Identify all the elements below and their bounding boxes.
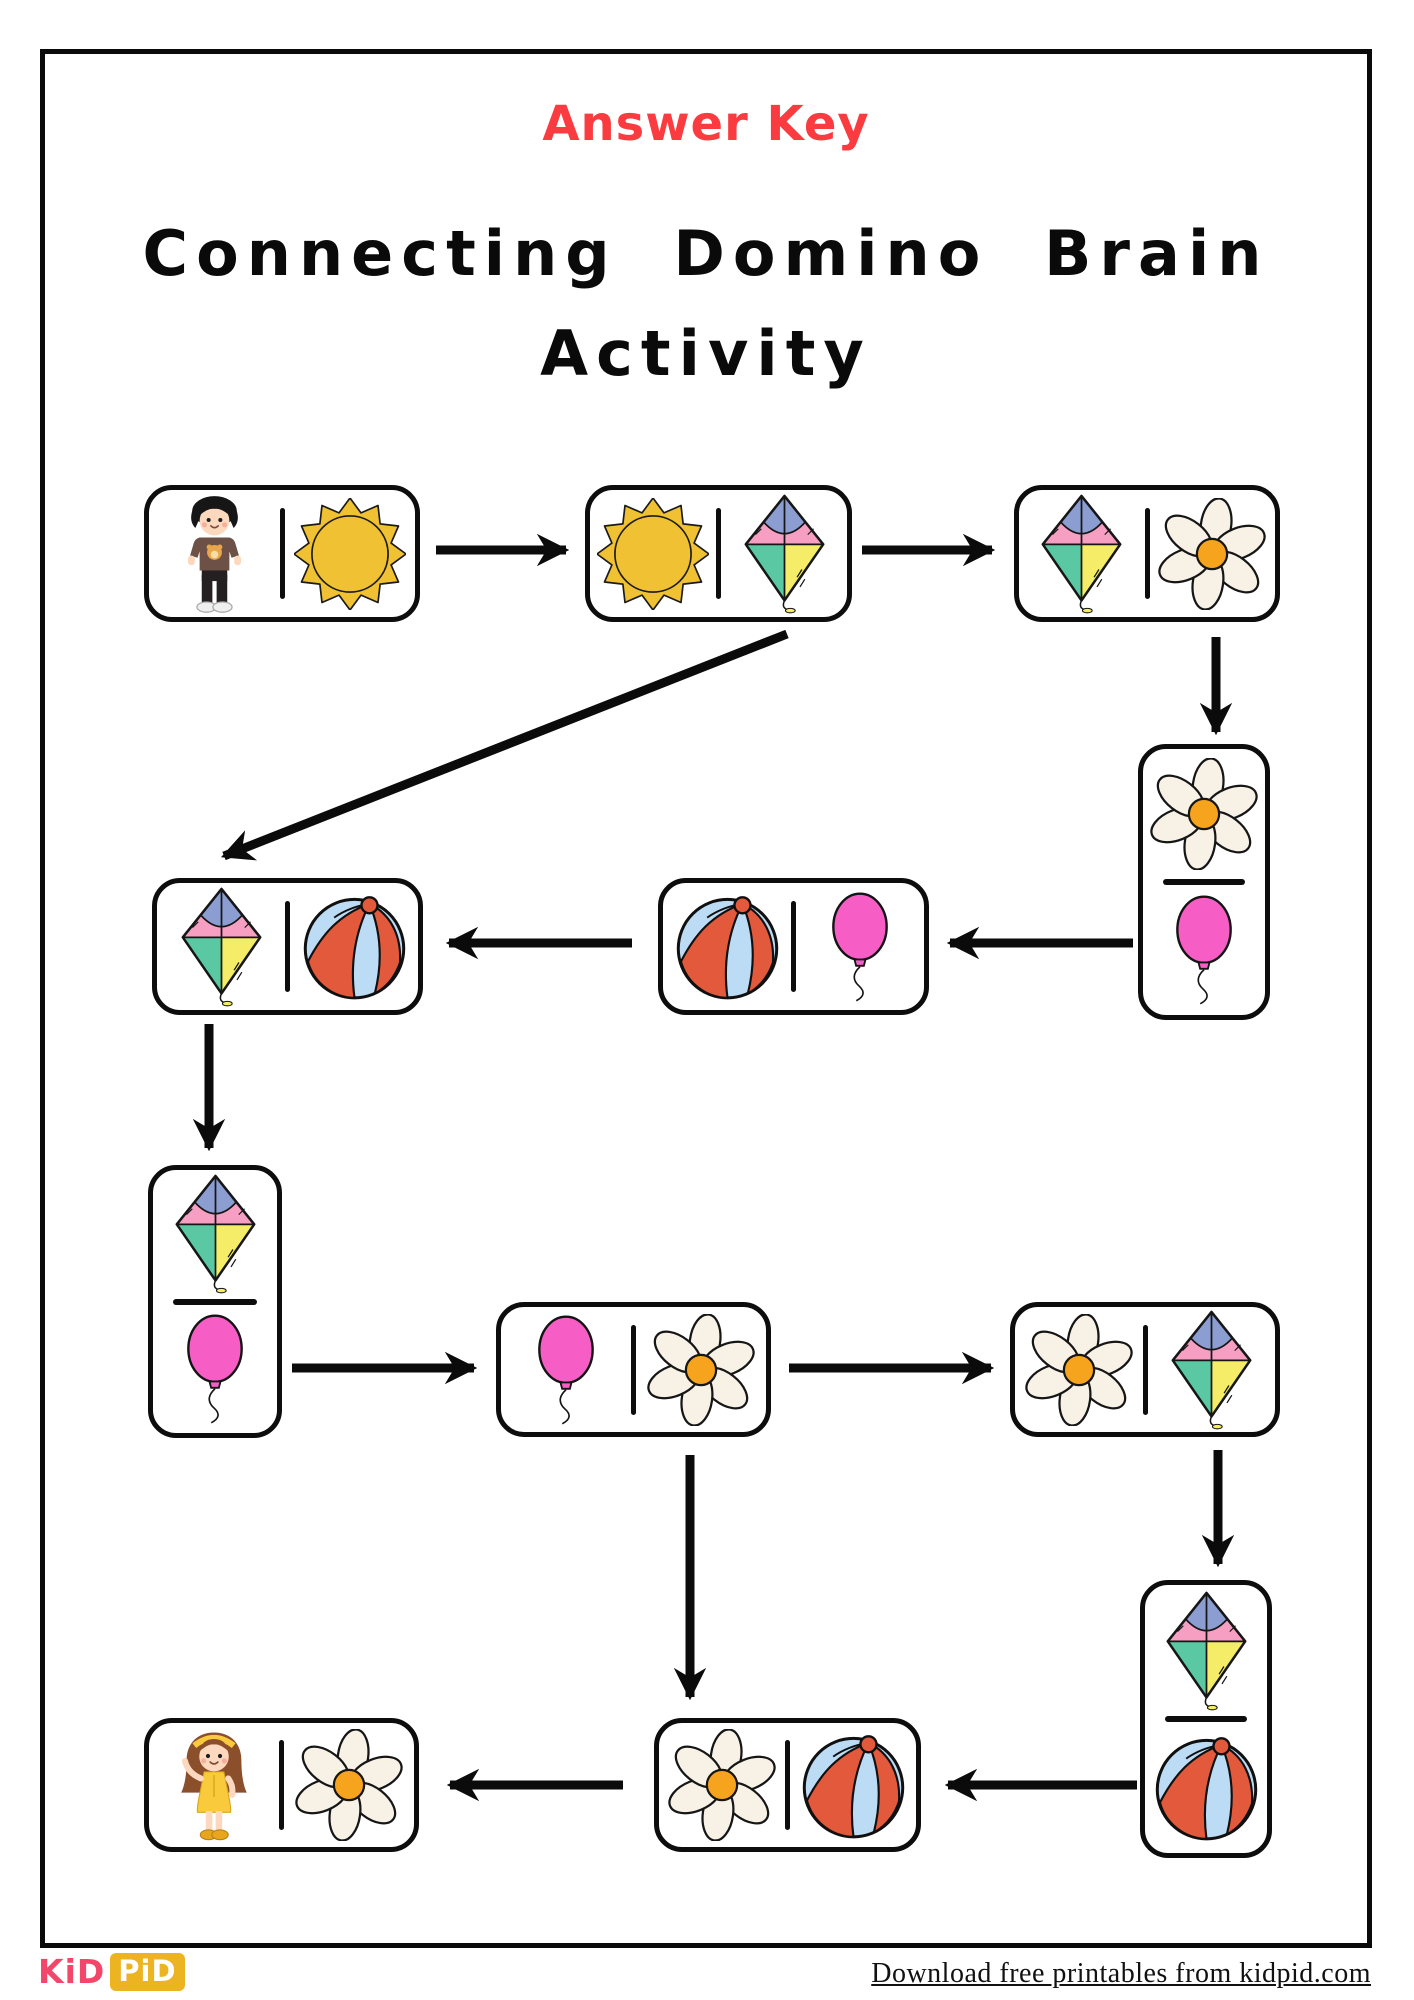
flower-icon xyxy=(1148,758,1260,870)
domino-divider xyxy=(172,1298,258,1305)
domino-half-flower xyxy=(284,1723,414,1847)
kite-icon xyxy=(1163,1310,1260,1430)
kite-icon xyxy=(1033,494,1130,614)
domino-divider xyxy=(1142,1324,1148,1415)
domino-half-kite xyxy=(1148,1307,1276,1432)
domino-balloon-flower xyxy=(496,1302,771,1437)
answer-key-label: Answer Key xyxy=(542,96,870,152)
balloon-icon xyxy=(814,890,906,1004)
girl-icon xyxy=(170,1727,258,1843)
domino-divider xyxy=(1162,879,1246,885)
flower-icon xyxy=(666,1729,778,1841)
domino-half-flower xyxy=(636,1307,766,1432)
kite-icon xyxy=(167,1174,264,1294)
domino-half-sun xyxy=(285,490,416,617)
flower-icon xyxy=(293,1729,405,1841)
kidpid-logo-kid: KiD xyxy=(38,1952,106,1991)
domino-divider xyxy=(1164,1716,1248,1722)
domino-boy-sun xyxy=(144,485,420,622)
domino-half-balloon xyxy=(796,883,924,1010)
ball-icon xyxy=(301,893,408,1000)
flower-icon xyxy=(1156,498,1268,610)
domino-half-girl xyxy=(149,1723,279,1847)
domino-flower-kite xyxy=(1010,1302,1280,1437)
domino-half-boy xyxy=(149,490,280,617)
kidpid-logo: KiD PiD xyxy=(38,1952,185,1991)
page-title: Connecting Domino Brain Activity xyxy=(40,204,1372,404)
domino-divider xyxy=(1144,507,1150,600)
ball-icon xyxy=(674,893,781,1000)
ball-icon xyxy=(800,1732,907,1839)
domino-half-balloon xyxy=(1143,885,1265,1015)
balloon-icon xyxy=(520,1313,612,1427)
sun-icon xyxy=(294,498,406,610)
domino-kite-ball xyxy=(152,878,423,1015)
header: Answer Key Connecting Domino Brain Activ… xyxy=(40,96,1372,404)
domino-flower-balloon xyxy=(1138,744,1270,1020)
domino-half-flower xyxy=(1143,749,1265,879)
domino-half-kite xyxy=(1019,490,1145,617)
kidpid-logo-pid: PiD xyxy=(110,1952,185,1991)
balloon-icon xyxy=(169,1312,261,1426)
domino-half-flower xyxy=(659,1723,785,1847)
domino-divider xyxy=(279,507,285,600)
domino-sun-kite xyxy=(585,485,852,622)
sun-icon xyxy=(597,498,709,610)
boy-icon xyxy=(172,494,257,614)
kite-icon xyxy=(173,887,270,1007)
kite-icon xyxy=(736,494,833,614)
domino-divider xyxy=(631,1324,636,1415)
domino-kite-flower xyxy=(1014,485,1280,622)
page-title-line1: Connecting Domino Brain xyxy=(142,217,1270,290)
domino-half-sun xyxy=(590,490,716,617)
domino-flower-ball xyxy=(654,1718,921,1852)
kite-icon xyxy=(1158,1591,1255,1711)
flower-icon xyxy=(645,1314,757,1426)
domino-half-flower xyxy=(1015,1307,1143,1432)
domino-half-ball xyxy=(1145,1722,1267,1853)
ball-icon xyxy=(1153,1734,1260,1841)
domino-half-balloon xyxy=(501,1307,631,1432)
domino-half-balloon xyxy=(153,1305,277,1434)
balloon-icon xyxy=(1158,893,1250,1007)
domino-kite-balloon xyxy=(148,1165,282,1438)
download-link[interactable]: Download free printables from kidpid.com xyxy=(871,1958,1371,1989)
domino-half-ball xyxy=(790,1723,916,1847)
domino-girl-flower xyxy=(144,1718,419,1852)
page-title-line2: Activity xyxy=(540,317,872,390)
flower-icon xyxy=(1023,1314,1135,1426)
domino-half-kite xyxy=(721,490,847,617)
domino-divider xyxy=(285,900,290,993)
domino-ball-balloon xyxy=(658,878,929,1015)
domino-half-kite xyxy=(153,1170,277,1299)
domino-divider xyxy=(791,900,796,993)
domino-half-ball xyxy=(290,883,418,1010)
domino-divider xyxy=(279,1740,284,1830)
domino-kite-ball-2 xyxy=(1140,1580,1272,1858)
domino-half-kite xyxy=(1145,1585,1267,1716)
domino-half-kite xyxy=(157,883,285,1010)
domino-divider xyxy=(716,507,721,600)
domino-half-ball xyxy=(663,883,791,1010)
domino-divider xyxy=(785,1740,790,1830)
domino-half-flower xyxy=(1150,490,1276,617)
